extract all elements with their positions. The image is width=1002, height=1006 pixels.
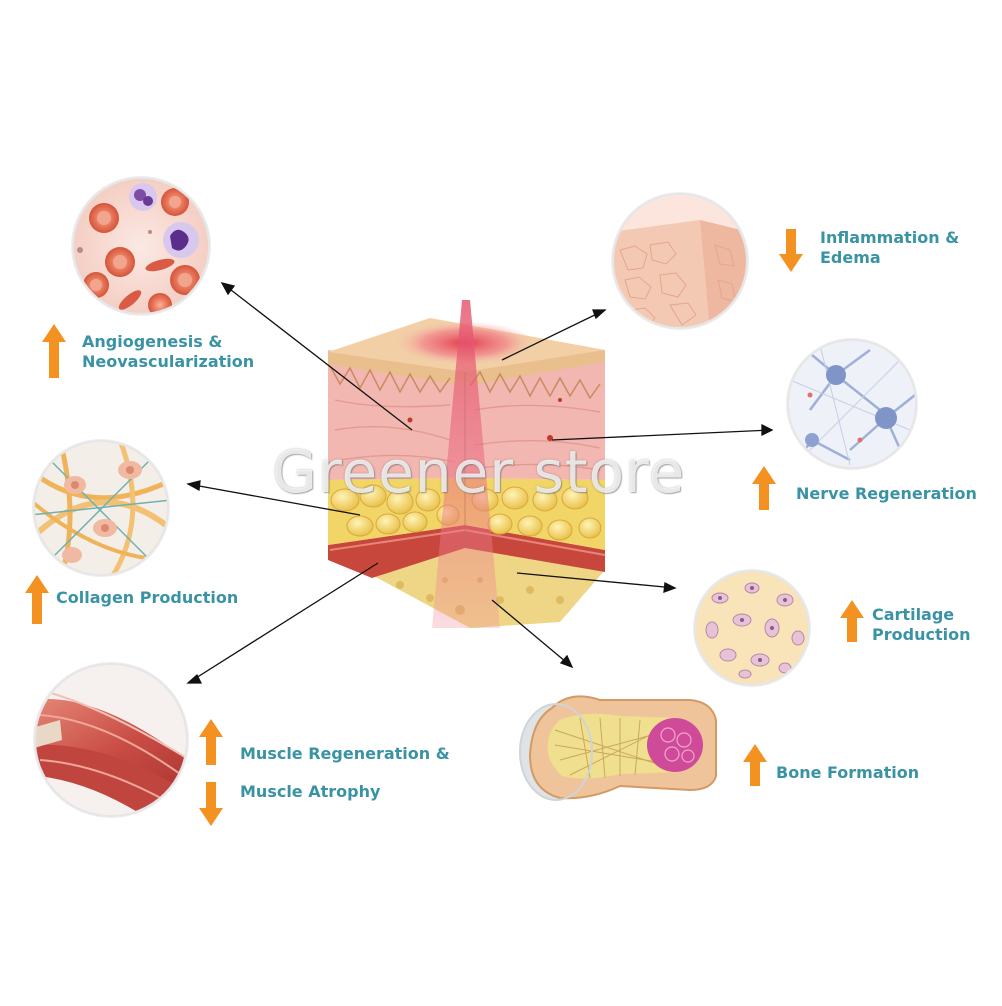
- label-cartilage-line2: Production: [872, 625, 971, 644]
- arrow-up-cartilage-icon: [840, 600, 864, 642]
- bone-cross-section-icon: [519, 695, 717, 801]
- label-inflammation-line1: Inflammation &: [820, 228, 960, 247]
- label-angiogenesis-line2: Neovascularization: [82, 352, 255, 371]
- label-angiogenesis-line1: Angiogenesis &: [82, 332, 223, 351]
- orange-arrows: [25, 229, 864, 826]
- blood-cells-icon: [71, 176, 211, 316]
- arrow-down-inflammation-icon: [779, 229, 803, 272]
- arrow-up-muscle-icon: [199, 719, 223, 765]
- skin-layers-cube-icon: [328, 300, 606, 628]
- label-muscle-atrophy: Muscle Atrophy: [240, 782, 380, 802]
- cartilage-cells-icon: [693, 569, 811, 687]
- label-muscle-regeneration: Muscle Regeneration &: [240, 744, 450, 764]
- epidermis-cells-icon: [611, 192, 749, 330]
- label-collagen-line1: Collagen Production: [56, 588, 239, 607]
- label-inflammation-line2: Edema: [820, 248, 881, 267]
- label-cartilage-line1: Cartilage: [872, 605, 955, 624]
- neuron-icon: [786, 338, 918, 470]
- arrow-down-muscle-icon: [199, 782, 223, 826]
- label-cartilage: Cartilage Production: [872, 605, 970, 645]
- label-nerve: Nerve Regeneration: [796, 484, 977, 504]
- label-muscle-line2: Muscle Atrophy: [240, 782, 381, 801]
- watermark-text: Greener store: [272, 438, 686, 506]
- label-inflammation: Inflammation & Edema: [820, 228, 959, 268]
- label-collagen: Collagen Production: [56, 588, 238, 608]
- label-bone-line1: Bone Formation: [776, 763, 920, 782]
- arrow-up-nerve-icon: [752, 466, 776, 510]
- label-bone: Bone Formation: [776, 763, 919, 783]
- pointer-arrows: [186, 282, 774, 684]
- arrow-up-collagen-icon: [25, 575, 49, 624]
- label-angiogenesis: Angiogenesis & Neovascularization: [82, 332, 254, 372]
- label-nerve-line1: Nerve Regeneration: [796, 484, 977, 503]
- collagen-fibers-icon: [32, 439, 170, 577]
- label-muscle-line1: Muscle Regeneration &: [240, 744, 450, 763]
- arrow-up-bone-icon: [743, 744, 767, 786]
- muscle-fiber-icon: [33, 662, 189, 818]
- arrow-up-angiogenesis-icon: [42, 324, 66, 378]
